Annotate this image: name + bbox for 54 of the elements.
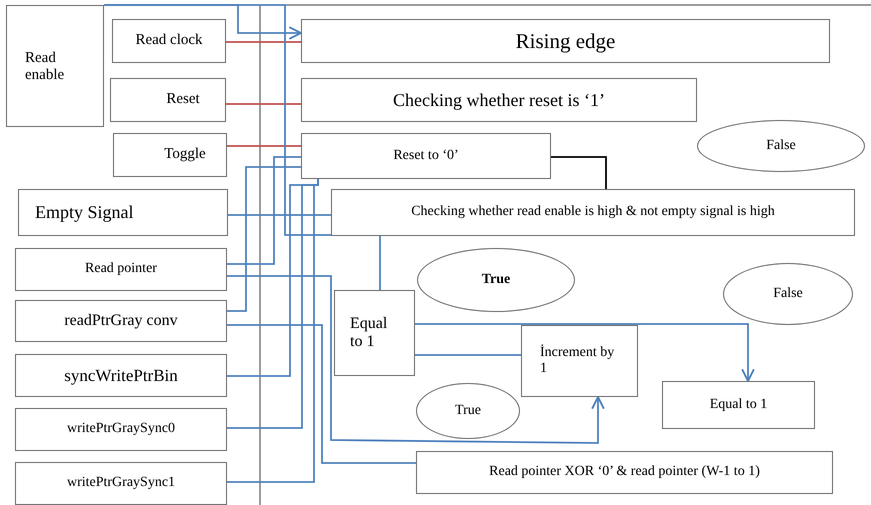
connector (227, 145, 301, 147)
process-box (15, 354, 227, 397)
node-label: Toggle (164, 146, 206, 164)
node-label: Read pointer XOR ‘0’ & read pointer (W-1 to 1) (489, 464, 760, 481)
node-label: Checking whether read enable is high & not empty signal is high (411, 204, 775, 221)
node-label: Read pointer (85, 261, 157, 278)
node-label: Rising edge (516, 28, 616, 54)
connector (227, 275, 605, 444)
process-box (18, 189, 228, 236)
connector (227, 166, 301, 312)
node-label: writePtrGraySync0 (66, 421, 176, 438)
process-box (113, 133, 227, 177)
node-label: syncWritePtrBin (64, 366, 178, 386)
node-label: True (455, 402, 481, 420)
process-box (334, 290, 415, 376)
node-label: İncrement by 1 (540, 344, 616, 378)
node-label: Reset (166, 91, 200, 109)
process-box (15, 408, 227, 451)
connector (227, 324, 416, 464)
process-box (416, 451, 833, 494)
node-label: False (766, 138, 796, 154)
node-label: Reset to ‘0’ (393, 148, 459, 164)
node-label: writePtrGraySync1 (66, 475, 176, 492)
process-box (112, 19, 226, 63)
process-box (301, 78, 697, 122)
connector (226, 103, 301, 105)
node-label: Equal to 1 (710, 396, 768, 414)
connector (551, 156, 607, 189)
node-label: Equal to 1 (350, 314, 388, 352)
process-box (6, 5, 104, 127)
process-box (301, 19, 830, 63)
node-label: Read clock (135, 32, 203, 50)
process-box (662, 381, 815, 429)
connector (227, 179, 319, 483)
connector (227, 156, 301, 265)
node-label: Empty Signal (35, 202, 134, 223)
connector (228, 214, 331, 216)
node-label: Checking whether reset is ‘1’ (393, 90, 605, 110)
connector (226, 41, 301, 43)
connector (379, 236, 381, 290)
process-box (521, 325, 638, 397)
node-label: readPtrGray conv (64, 312, 178, 330)
process-box (15, 248, 227, 291)
node-label: True (482, 272, 510, 288)
connector (415, 323, 755, 382)
connector (415, 354, 521, 356)
node-label: False (773, 286, 803, 302)
process-box (110, 78, 226, 122)
process-box (301, 133, 551, 179)
process-box (15, 462, 227, 505)
process-box (15, 300, 227, 342)
process-box (331, 189, 855, 236)
connector (104, 4, 331, 236)
node-label: Read enable (25, 50, 66, 84)
